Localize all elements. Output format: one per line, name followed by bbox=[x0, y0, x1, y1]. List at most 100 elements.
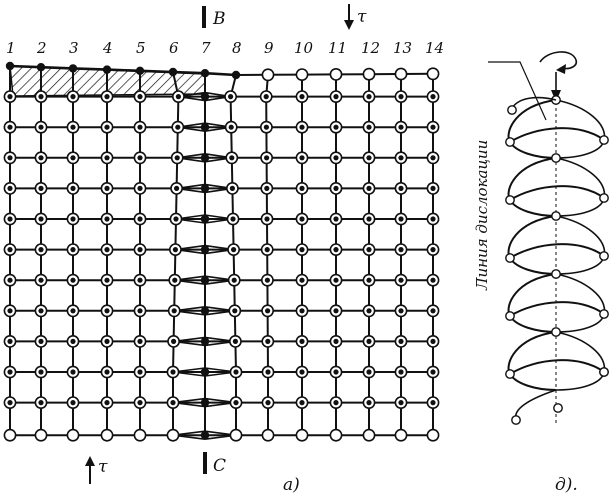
tau-label-top: τ bbox=[357, 7, 367, 27]
lattice-atom bbox=[201, 431, 209, 439]
lattice-atom bbox=[262, 336, 273, 347]
lattice-atom bbox=[262, 69, 273, 80]
lattice-atom bbox=[330, 397, 341, 408]
column-label: 9 bbox=[264, 39, 274, 57]
lattice-atom bbox=[395, 68, 406, 79]
lattice-atom bbox=[296, 366, 307, 377]
lattice-atom bbox=[363, 91, 374, 102]
lattice-atom bbox=[4, 305, 15, 316]
column-label: 10 bbox=[294, 39, 314, 57]
lattice-atom bbox=[4, 152, 15, 163]
lattice-atom bbox=[227, 213, 238, 224]
lattice-atom bbox=[427, 305, 438, 316]
lattice-atom bbox=[229, 305, 240, 316]
lattice-atom bbox=[35, 430, 46, 441]
column-label: 14 bbox=[425, 39, 444, 57]
lattice-atom bbox=[167, 366, 178, 377]
lattice-atom bbox=[395, 213, 406, 224]
helix-arc-right-lower bbox=[556, 140, 604, 158]
lattice-atom bbox=[427, 213, 438, 224]
lattice-atom bbox=[4, 183, 15, 194]
lattice-atom bbox=[395, 183, 406, 194]
lattice-atom bbox=[230, 397, 241, 408]
helix-arc-right-lower bbox=[556, 198, 604, 216]
lattice-atom bbox=[201, 307, 209, 315]
lattice-atom bbox=[201, 184, 209, 192]
lattice-atom bbox=[330, 152, 341, 163]
lattice-atom bbox=[262, 430, 273, 441]
lattice-atom bbox=[262, 244, 273, 255]
helix-atom bbox=[600, 368, 608, 376]
lattice-atom bbox=[171, 183, 182, 194]
lattice-atom bbox=[427, 122, 438, 133]
lattice-bond-horizontal bbox=[140, 71, 173, 72]
rotation-arrow bbox=[540, 52, 576, 69]
lattice-atom bbox=[67, 244, 78, 255]
lattice-atom bbox=[395, 397, 406, 408]
lattice-bond-horizontal bbox=[41, 67, 73, 68]
lattice-atom bbox=[427, 68, 438, 79]
helix-atom bbox=[506, 138, 514, 146]
lattice-atom bbox=[35, 152, 46, 163]
lattice-atom bbox=[427, 397, 438, 408]
lattice-atom bbox=[201, 69, 209, 77]
column-label: 8 bbox=[232, 39, 242, 57]
lattice-atom bbox=[363, 275, 374, 286]
screw-dislocation bbox=[488, 52, 608, 425]
lattice-atom bbox=[330, 366, 341, 377]
lattice-bond-horizontal bbox=[205, 73, 236, 75]
lattice-atom bbox=[395, 366, 406, 377]
lattice-atom bbox=[262, 366, 273, 377]
lattice-atom bbox=[296, 152, 307, 163]
lattice-atom bbox=[296, 336, 307, 347]
lattice-atom bbox=[37, 63, 45, 71]
lattice-bond-horizontal bbox=[107, 70, 140, 71]
lattice-atom bbox=[201, 276, 209, 284]
lattice-atom bbox=[296, 183, 307, 194]
column-label: 3 bbox=[69, 39, 79, 57]
lattice-atom bbox=[261, 183, 272, 194]
lattice-bond-horizontal bbox=[173, 72, 205, 73]
helix-arc-front bbox=[510, 302, 604, 316]
helix-atom bbox=[506, 312, 514, 320]
helix-atom bbox=[506, 196, 514, 204]
lattice-atom bbox=[4, 244, 15, 255]
lattice-atom bbox=[395, 91, 406, 102]
lattice-atom bbox=[67, 275, 78, 286]
lattice-atom bbox=[296, 305, 307, 316]
lattice-atom bbox=[230, 430, 241, 441]
lattice-atom bbox=[363, 336, 374, 347]
lattice-atom bbox=[35, 183, 46, 194]
lattice-atom bbox=[330, 69, 341, 80]
helix-arc-right bbox=[556, 100, 604, 140]
lattice-atom bbox=[296, 213, 307, 224]
column-label: 12 bbox=[361, 39, 380, 57]
lattice-atom bbox=[201, 398, 209, 406]
lattice-atom bbox=[296, 244, 307, 255]
lattice-atom bbox=[67, 336, 78, 347]
lattice-atom bbox=[4, 122, 15, 133]
lattice-atom bbox=[262, 305, 273, 316]
lattice-atom bbox=[134, 305, 145, 316]
lattice-atom bbox=[169, 275, 180, 286]
helix-atom bbox=[600, 136, 608, 144]
helix-atom bbox=[512, 416, 520, 424]
helix-arc-front bbox=[510, 244, 604, 258]
lattice-atom bbox=[169, 305, 180, 316]
lattice-atom bbox=[67, 366, 78, 377]
helix-atom bbox=[600, 252, 608, 260]
helix-arc-right bbox=[556, 158, 604, 198]
lattice-atom bbox=[168, 336, 179, 347]
helix-atom bbox=[552, 154, 560, 162]
lattice-bond-horizontal bbox=[10, 66, 41, 67]
lattice-atom bbox=[35, 366, 46, 377]
c-label: C bbox=[213, 456, 226, 476]
lattice-atom bbox=[134, 183, 145, 194]
lattice-atom bbox=[172, 152, 183, 163]
lattice-atom bbox=[201, 92, 209, 100]
lattice-atom bbox=[261, 122, 272, 133]
helix-tail bbox=[516, 390, 556, 418]
lattice-atom bbox=[395, 122, 406, 133]
lattice-atom bbox=[101, 122, 112, 133]
